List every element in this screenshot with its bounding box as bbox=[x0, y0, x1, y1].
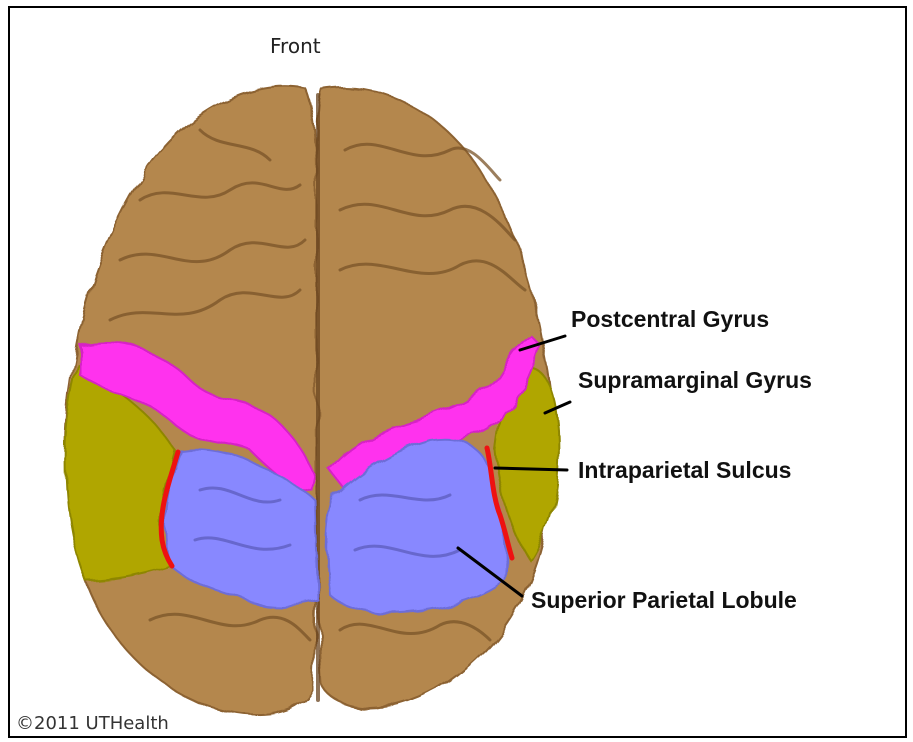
copyright-text: ©2011 UTHealth bbox=[16, 713, 169, 734]
intraparietal-leader-line bbox=[495, 468, 567, 470]
orientation-label: Front bbox=[270, 34, 321, 58]
callout-label-postcentral: Postcentral Gyrus bbox=[571, 306, 769, 332]
callout-label-intraparietal: Intraparietal Sulcus bbox=[578, 457, 791, 483]
callout-label-supramarginal: Supramarginal Gyrus bbox=[578, 367, 812, 393]
callout-label-superior-parietal: Superior Parietal Lobule bbox=[531, 587, 797, 613]
